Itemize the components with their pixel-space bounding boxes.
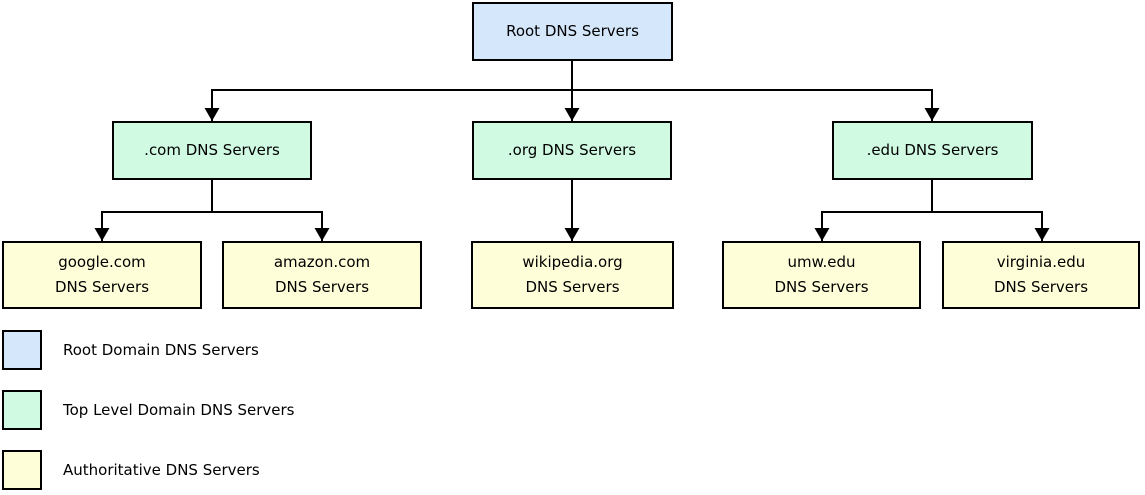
legend-label-top-level-domain: Top Level Domain DNS Servers bbox=[63, 401, 295, 419]
node-com-dns-servers: .com DNS Servers bbox=[112, 121, 312, 180]
legend-label-authoritative: Authoritative DNS Servers bbox=[63, 461, 260, 479]
node-umw-label: umw.edu DNS Servers bbox=[774, 253, 869, 296]
node-umw-dns-servers: umw.edu DNS Servers bbox=[722, 241, 921, 309]
node-google-dns-servers: google.com DNS Servers bbox=[2, 241, 202, 309]
node-virginia-label: virginia.edu DNS Servers bbox=[993, 253, 1089, 296]
legend-swatch-top-level-domain bbox=[2, 390, 42, 430]
legend-item-top-level-domain: Top Level Domain DNS Servers bbox=[2, 390, 294, 430]
connector-edu-to-children bbox=[814, 180, 1050, 241]
node-edu-dns-servers: .edu DNS Servers bbox=[832, 121, 1033, 180]
node-edu-label: .edu DNS Servers bbox=[866, 141, 999, 159]
node-wikipedia-label: wikipedia.org DNS Servers bbox=[522, 253, 623, 296]
node-wikipedia-dns-servers: wikipedia.org DNS Servers bbox=[471, 241, 674, 309]
node-virginia-dns-servers: virginia.edu DNS Servers bbox=[942, 241, 1140, 309]
node-amazon-dns-servers: amazon.com DNS Servers bbox=[222, 241, 422, 309]
legend-swatch-authoritative bbox=[2, 450, 42, 490]
node-com-label: .com DNS Servers bbox=[144, 141, 280, 159]
node-root-label: Root DNS Servers bbox=[506, 22, 639, 40]
connector-com-to-children bbox=[94, 180, 330, 241]
node-root-dns-servers: Root DNS Servers bbox=[472, 2, 673, 61]
node-org-dns-servers: .org DNS Servers bbox=[472, 121, 672, 180]
legend-item-authoritative: Authoritative DNS Servers bbox=[2, 450, 260, 490]
legend-label-root-domain: Root Domain DNS Servers bbox=[63, 341, 259, 359]
node-org-label: .org DNS Servers bbox=[507, 141, 637, 159]
legend-swatch-root-domain bbox=[2, 330, 42, 370]
connector-root-to-tld bbox=[204, 61, 940, 121]
node-google-label: google.com DNS Servers bbox=[54, 253, 150, 296]
node-amazon-label: amazon.com DNS Servers bbox=[273, 253, 371, 296]
legend-item-root-domain: Root Domain DNS Servers bbox=[2, 330, 259, 370]
